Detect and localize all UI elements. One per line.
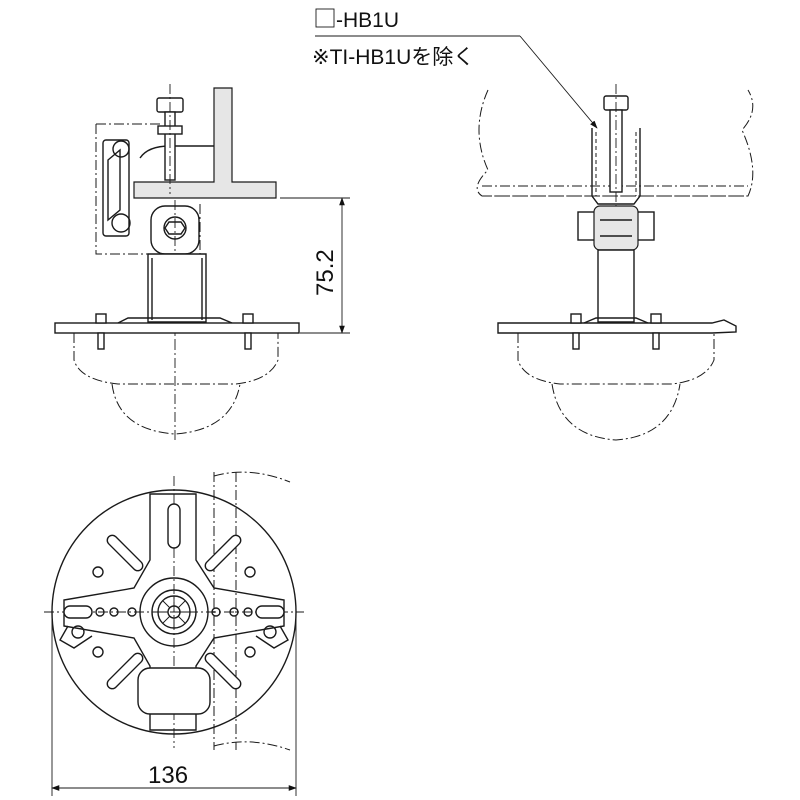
height-dimension-label: 75.2	[312, 249, 339, 296]
bolt	[156, 84, 184, 194]
leader-line	[519, 35, 598, 129]
camera-dome	[73, 333, 279, 440]
width-dimension: 136	[51, 612, 297, 796]
mounting-holes	[71, 566, 277, 658]
model-callout: -HB1U ※TI-HB1Uを除く	[312, 8, 598, 129]
height-dimension: 75.2	[280, 197, 350, 334]
bottom-view: 136	[44, 471, 304, 796]
side-view: 75.2	[54, 84, 350, 440]
pivot-block	[150, 200, 200, 340]
model-prefix-box	[315, 8, 335, 28]
width-dimension-label: 136	[148, 762, 188, 789]
base-plate	[54, 322, 300, 334]
model-label: -HB1U	[336, 9, 399, 32]
radial-slots	[63, 503, 285, 690]
fixing-bolts	[95, 313, 254, 350]
center-hub	[139, 577, 209, 647]
front-view	[476, 84, 754, 441]
cable-port	[137, 667, 211, 715]
exception-note: ※TI-HB1Uを除く	[312, 46, 474, 69]
